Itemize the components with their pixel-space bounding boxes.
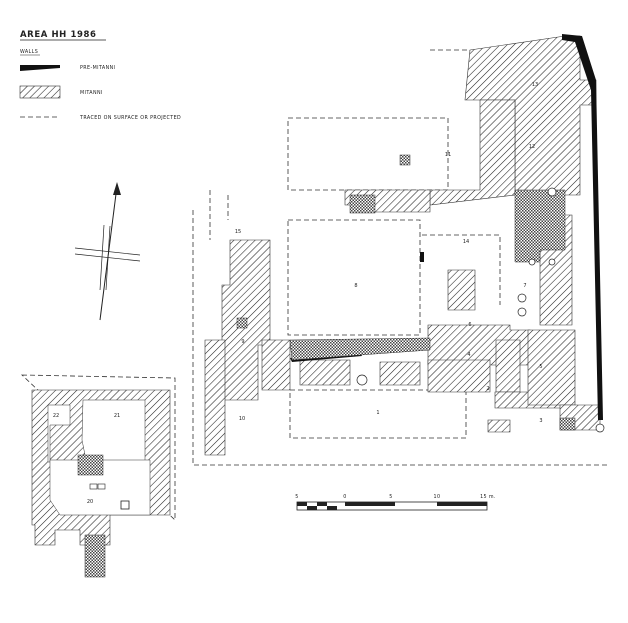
north-arrow-icon [74,182,141,321]
room-label-4: 4 [467,352,470,358]
room-label-7: 7 [523,283,526,289]
room-label-11: 11 [445,152,451,158]
room-label-22: 22 [53,413,59,419]
legend-mitanni-label: MITANNI [80,90,103,96]
features [356,187,605,433]
room-label-2: 2 [486,386,489,392]
scale-tick-15: 15 m. [480,494,496,500]
room-label-12: 12 [529,144,535,150]
scale-tick-0: 0 [343,494,346,500]
pavements [236,154,576,431]
room-label-13: 13 [532,82,538,88]
scale-tick-10: 10 [434,494,441,500]
room-label-3: 3 [539,418,542,424]
room-label-9: 9 [241,339,244,345]
legend: AREA HH 1986 WALLS PRE-MITANNI MITANNI T… [19,30,181,121]
legend-mitanni-swatch [19,85,61,99]
room-label-14: 14 [463,239,469,245]
legend-traced-label: TRACED ON SURFACE OR PROJECTED [79,115,181,121]
legend-heading: WALLS [20,49,38,55]
room-label-15: 15 [235,229,241,235]
legend-pre-mitanni-swatch [20,65,60,71]
legend-pre-mitanni-label: PRE-MITANNI [80,65,115,71]
scale-tick-5b: 5 [389,494,392,500]
room-label-8: 8 [354,283,357,289]
room-label-1: 1 [376,410,379,416]
scale-bar: 5 0 5 10 15 m. [295,494,496,511]
mitanni-walls [204,35,601,456]
room-label-10: 10 [239,416,245,422]
room-label-6: 6 [468,322,471,328]
room-label-21: 21 [114,413,120,419]
room-labels: 1 2 3 4 5 6 7 8 9 10 11 12 13 14 15 [235,82,543,424]
scale-tick-5a: 5 [295,494,298,500]
plan-title: AREA HH 1986 [20,30,97,40]
room-label-5: 5 [539,364,542,370]
building-southwest: 20 21 22 [20,374,176,578]
room-label-20: 20 [87,499,93,505]
